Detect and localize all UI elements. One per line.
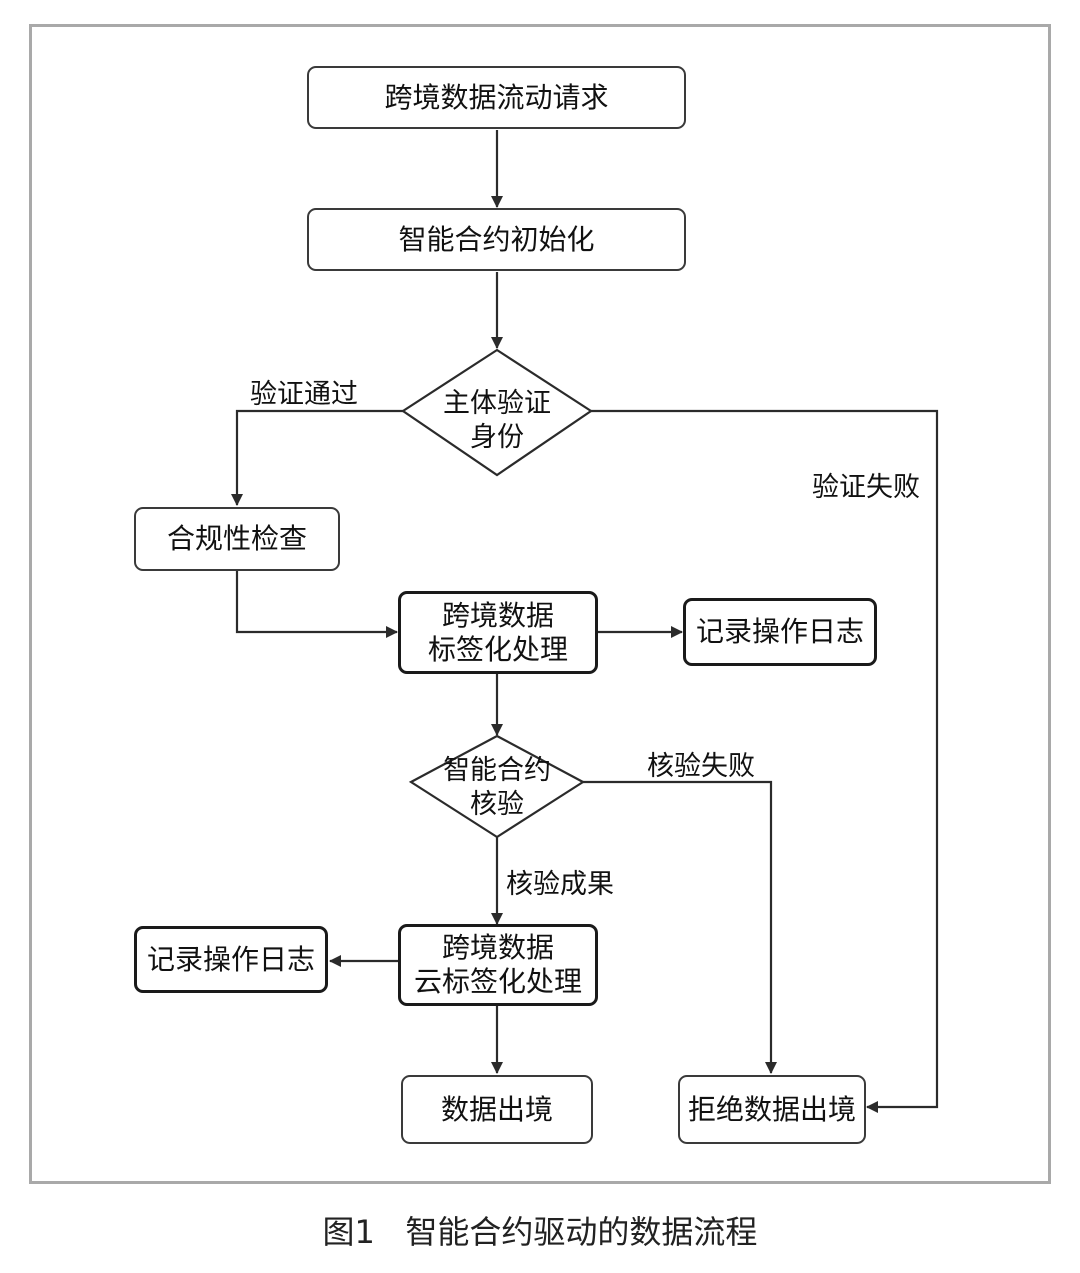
figure-caption: 图1 智能合约驱动的数据流程 bbox=[322, 1213, 758, 1251]
edge-verify-compliance bbox=[231, 409, 403, 506]
edge-check-reject bbox=[583, 780, 777, 1074]
figure-frame bbox=[29, 24, 1051, 1184]
node-verify-identity-label: 主体验证 身份 bbox=[443, 388, 551, 453]
edge-verify-reject bbox=[591, 409, 939, 1113]
node-contract-check-label: 智能合约 核验 bbox=[443, 755, 551, 820]
node-request: 跨境数据流动请求 bbox=[307, 66, 686, 129]
edge-label-verify-pass: 验证通过 bbox=[250, 379, 358, 410]
node-export: 数据出境 bbox=[401, 1075, 593, 1144]
decision-verify-identity bbox=[401, 348, 593, 477]
node-cloud-tagging: 跨境数据 云标签化处理 bbox=[398, 924, 598, 1006]
edge-label-verify-fail: 验证失败 bbox=[812, 472, 920, 503]
node-reject: 拒绝数据出境 bbox=[678, 1075, 866, 1144]
node-log2: 记录操作日志 bbox=[134, 926, 328, 993]
edge-label-check-fail: 核验失败 bbox=[647, 751, 755, 782]
edge-label-check-ok: 核验成果 bbox=[506, 869, 614, 900]
node-tagging: 跨境数据 标签化处理 bbox=[398, 591, 598, 674]
decision-contract-check bbox=[408, 734, 586, 839]
node-init: 智能合约初始化 bbox=[307, 208, 686, 271]
node-compliance: 合规性检查 bbox=[134, 507, 340, 571]
node-log1: 记录操作日志 bbox=[683, 598, 877, 666]
edge-compliance-tagging bbox=[235, 571, 398, 638]
